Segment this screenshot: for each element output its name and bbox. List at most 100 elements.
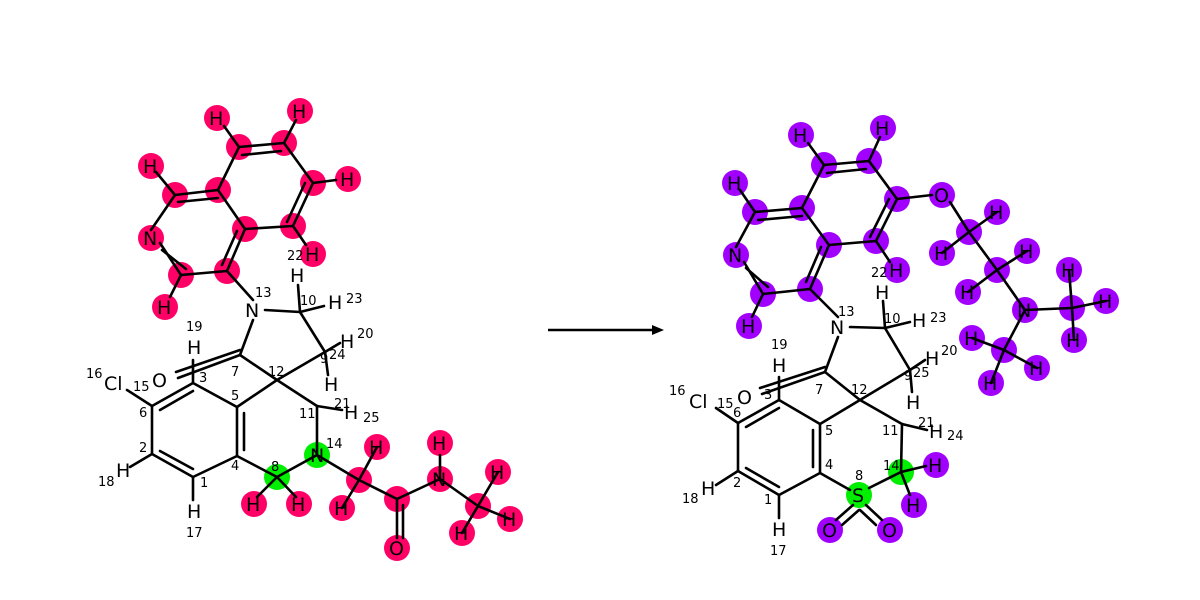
reactant-atom-labels: Cl O N N N N O H H H H H H H H H H H H H… [104,101,516,560]
product-atom-h25: H [875,282,889,304]
product-num-12: 12 [851,383,868,398]
reactant-atom-h17: H [187,501,201,523]
product-atom-h21: H [906,392,920,414]
reactant-atom-h25: H [344,402,358,424]
product-atom-h: H [964,328,978,350]
reactant-atom-h: H [209,108,223,130]
reactant-atom-h: H [502,509,516,531]
product-atom-cl: Cl [689,391,708,413]
product-num-14: 14 [883,459,900,474]
reactant-num-21: 21 [334,397,351,412]
reactant-num-5: 5 [231,389,239,404]
reactant-atom-h: H [157,297,171,319]
reactant-atom-n13: N [245,300,259,322]
reactant-num-14: 14 [326,437,343,452]
product-atom-h: H [793,125,807,147]
reactant-atom-h21: H [324,374,338,396]
product-atom-h: H [741,316,755,338]
reactant-num-22: 22 [287,249,304,264]
reactant-atom-h: H [369,437,383,459]
product-num-10: 10 [884,312,901,327]
product-num-16: 16 [669,384,686,399]
product-num-5: 5 [825,424,833,439]
reactant-num-4: 4 [231,459,239,474]
product-num-17: 17 [770,544,787,559]
reactant-num-16: 16 [86,367,103,382]
reactant-atom-h: H [432,433,446,455]
product-atom-h: H [1061,260,1075,282]
reactant-atom-cl: Cl [104,373,123,395]
product-num-20: 20 [941,344,958,359]
product-num-23: 23 [930,311,947,326]
reactant-num-17: 17 [186,526,203,541]
product-atom-h: H [906,495,920,517]
product-num-7: 7 [815,383,823,398]
reactant-num-25: 25 [363,411,380,426]
product-atom-s8: S [852,485,864,507]
reactant-num-20: 20 [357,327,374,342]
product-atom-o: O [737,387,752,409]
reactant-molecule: Cl O N N N N O H H H H H H H H H H H H H… [86,98,523,561]
reactant-num-8: 8 [271,460,279,475]
reactant-num-18: 18 [98,475,115,490]
product-num-25: 25 [913,366,930,381]
product-atom-h: H [989,202,1003,224]
reactant-atom-h: H [334,498,348,520]
product-atom-h: H [934,243,948,265]
product-num-24: 24 [947,429,964,444]
product-atom-h: H [1019,241,1033,263]
reaction-arrow [548,325,664,335]
reactant-atom-o: O [152,370,167,392]
product-atom-h19: H [772,355,786,377]
reactant-atom-h22: H [305,244,319,266]
product-atom-h: H [1029,358,1043,380]
product-atom-h: H [1066,330,1080,352]
product-num-2: 2 [733,476,741,491]
product-atom-h: H [1098,291,1112,313]
product-atom-h: H [875,118,889,140]
product-atom-h18: H [701,478,715,500]
product-atom-labels: Cl O N S O O N O N H H H H H H H H H H H… [689,118,1112,542]
product-atom-h20: H [925,348,939,370]
reactant-atom-h18: H [116,460,130,482]
reactant-atom-n14: N [310,445,324,467]
product-atom-h23: H [912,310,926,332]
reactant-atom-h: H [292,101,306,123]
reactant-atom-h: H [454,523,468,545]
product-atom-h17: H [772,519,786,541]
product-atom-h24: H [929,421,943,443]
product-num-8: 8 [855,469,863,484]
reactant-num-12: 12 [268,365,285,380]
reactant-num-23: 23 [346,292,363,307]
product-num-4: 4 [825,458,833,473]
reactant-num-6: 6 [139,406,147,421]
product-atom-h22: H [889,260,903,282]
product-num-1: 1 [764,493,772,508]
reactant-atom-h: H [246,494,260,516]
product-atom-n-pyridine: N [728,245,742,267]
product-num-3: 3 [764,388,772,403]
product-num-11: 11 [882,424,899,439]
product-atom-o-sulfonyl: O [822,520,837,542]
product-bonds [714,135,1108,527]
reactant-atom-h: H [490,462,504,484]
reactant-num-10: 10 [300,294,317,309]
reactant-atom-numbers: 1 2 3 4 5 6 7 8 9 10 11 12 13 14 15 16 1… [86,249,380,541]
product-num-9: 9 [904,369,912,384]
product-atom-o-sulfonyl: O [882,520,897,542]
reactant-num-13: 13 [255,286,272,301]
product-atom-h: H [727,173,741,195]
product-atom-o-ether: O [934,185,949,207]
reactant-highlights [138,98,523,561]
reactant-num-11: 11 [299,407,316,422]
product-atom-n-amine: N [1017,300,1031,322]
product-num-21: 21 [918,416,935,431]
reactant-num-2: 2 [139,441,147,456]
product-atom-n13: N [830,317,844,339]
reactant-atom-h: H [340,169,354,191]
reactant-atom-h24: H [290,265,304,287]
product-atom-numbers: 1 2 3 4 5 6 7 8 9 10 11 12 13 14 15 16 1… [669,266,964,559]
reactant-atom-h20: H [340,331,354,353]
reactant-atom-h: H [143,156,157,178]
